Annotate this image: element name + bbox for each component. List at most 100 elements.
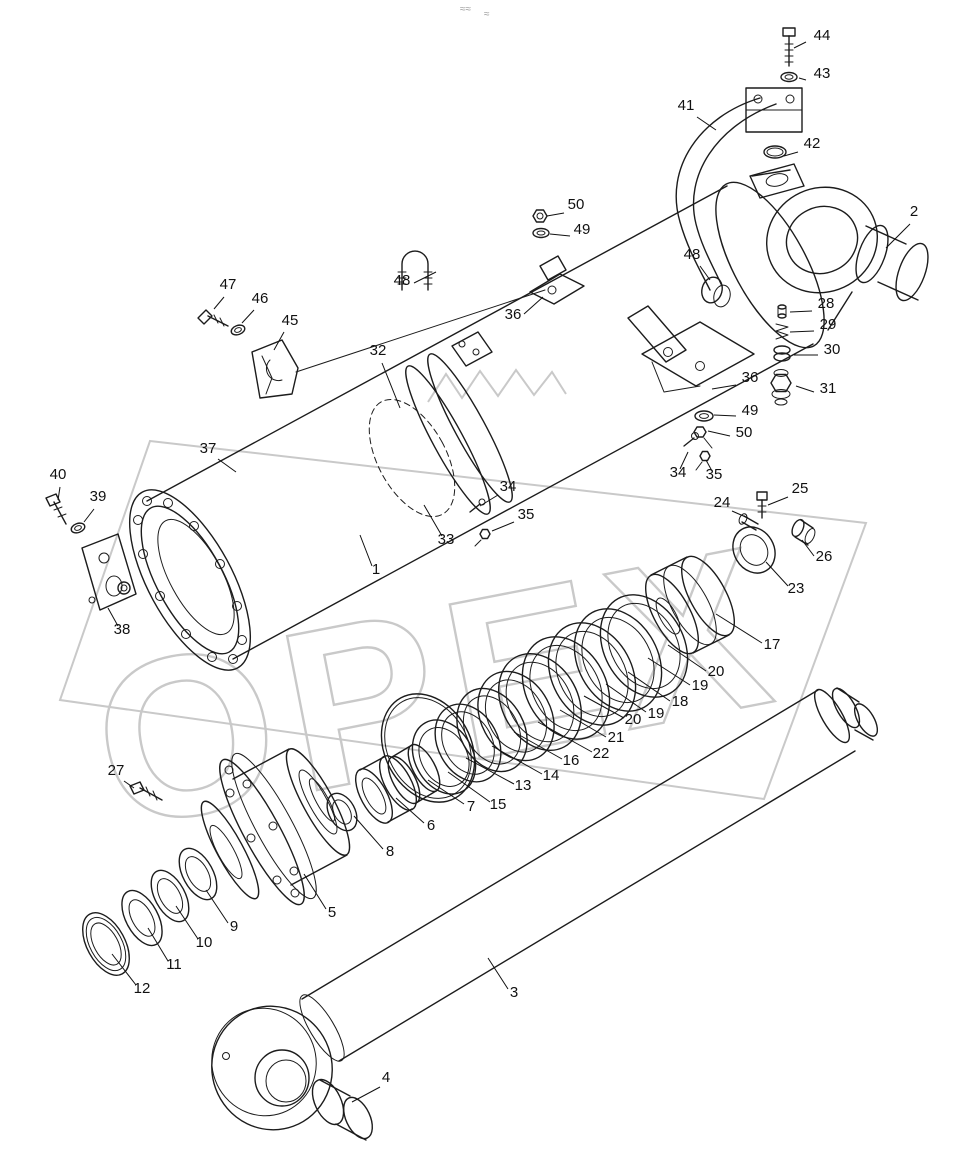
clamp-band-33	[368, 331, 513, 518]
leader-line	[107, 607, 119, 627]
leader-line	[413, 271, 437, 284]
part-number-23: 23	[788, 580, 805, 597]
leader-line	[559, 709, 607, 738]
part-number-29: 29	[820, 316, 837, 333]
flange-bolt-holes	[133, 496, 247, 664]
part-number-27: 27	[108, 762, 125, 779]
ring-12	[82, 912, 130, 976]
pin-28	[777, 304, 787, 319]
washer-49-top	[532, 227, 550, 239]
bolt-27	[129, 781, 163, 801]
leader-line	[549, 233, 571, 237]
leader-line	[353, 815, 384, 850]
leader-line	[679, 451, 689, 470]
leader-line	[707, 430, 731, 437]
leader-line	[273, 331, 285, 351]
leader-line	[303, 873, 327, 910]
leader-line	[111, 953, 137, 986]
bolt-44	[782, 27, 796, 67]
nut-50-top	[532, 209, 548, 223]
part-number-46: 46	[252, 290, 269, 307]
part-number-3: 3	[510, 984, 518, 1001]
part-number-4: 4	[382, 1069, 390, 1086]
clamp-block-45	[251, 339, 299, 399]
ring-23	[732, 526, 776, 574]
part-number-34: 34	[670, 464, 687, 481]
part-number-17: 17	[764, 636, 781, 653]
washers-30	[773, 345, 791, 362]
leader-line	[713, 414, 737, 417]
part-number-22: 22	[593, 745, 610, 762]
leader-line	[241, 309, 255, 324]
part-number-7: 7	[467, 798, 475, 815]
leader-line	[798, 77, 807, 81]
part-number-48: 48	[684, 246, 701, 263]
leader-line	[423, 504, 443, 537]
o-ring-42	[763, 145, 787, 159]
leader-line	[699, 265, 711, 281]
part-number-42: 42	[804, 135, 821, 152]
watermark-frame	[58, 439, 868, 801]
leader-line	[731, 510, 749, 519]
part-number-44: 44	[814, 27, 831, 44]
part-number-25: 25	[792, 480, 809, 497]
part-number-43: 43	[814, 65, 831, 82]
leader-line	[57, 486, 61, 501]
seal-ring-stack	[380, 594, 689, 803]
part-number-37: 37	[200, 440, 217, 457]
part-number-36: 36	[742, 369, 759, 386]
part-number-28: 28	[818, 295, 835, 312]
bracket-36-upper	[529, 255, 585, 305]
part-number-49: 49	[742, 402, 759, 419]
pipe-assembly-41	[675, 87, 803, 291]
part-number-50: 50	[736, 424, 753, 441]
u-bolt-48	[397, 250, 433, 291]
leader-line	[793, 41, 807, 49]
part-number-35: 35	[706, 466, 723, 483]
part-number-9: 9	[230, 918, 238, 935]
fitting-48-right	[701, 276, 731, 308]
part-number-8: 8	[386, 843, 394, 860]
part-number-12: 12	[134, 980, 151, 997]
bolt-47	[197, 309, 229, 327]
part-number-5: 5	[328, 904, 336, 921]
leader-line	[801, 539, 815, 557]
part-number-31: 31	[820, 380, 837, 397]
part-number-19: 19	[648, 705, 665, 722]
part-number-47: 47	[220, 276, 237, 293]
part-number-49: 49	[574, 221, 591, 238]
leader-line	[696, 116, 717, 131]
leader-line	[427, 779, 465, 805]
bushing-4	[311, 1078, 374, 1141]
part-number-14: 14	[543, 767, 560, 784]
leader-line	[537, 721, 593, 753]
leader-line	[647, 657, 691, 686]
leader-line	[381, 362, 401, 409]
leader-line	[765, 561, 789, 587]
leader-line	[491, 521, 515, 532]
part-number-20: 20	[708, 663, 725, 680]
part-number-19: 19	[692, 677, 709, 694]
leader-line	[395, 797, 425, 824]
leader-line	[627, 671, 671, 702]
piston-rod-3	[299, 687, 879, 1062]
part-number-48: 48	[394, 272, 411, 289]
leader-line	[711, 384, 737, 390]
head-eye	[749, 163, 879, 294]
leader-line	[767, 496, 789, 506]
leader-line	[83, 508, 95, 523]
leader-line	[205, 889, 229, 924]
bracket-36-right	[627, 305, 755, 393]
watermark-crown	[427, 368, 567, 403]
bolt-35-right	[695, 450, 711, 471]
leader-line	[795, 385, 815, 393]
leader-line	[213, 296, 225, 310]
part-number-15: 15	[490, 796, 507, 813]
leader-line	[175, 905, 199, 940]
leader-line	[546, 212, 565, 217]
part-number-50: 50	[568, 196, 585, 213]
part-number-18: 18	[672, 693, 689, 710]
part-number-45: 45	[282, 312, 299, 329]
bolt-25	[756, 491, 768, 519]
